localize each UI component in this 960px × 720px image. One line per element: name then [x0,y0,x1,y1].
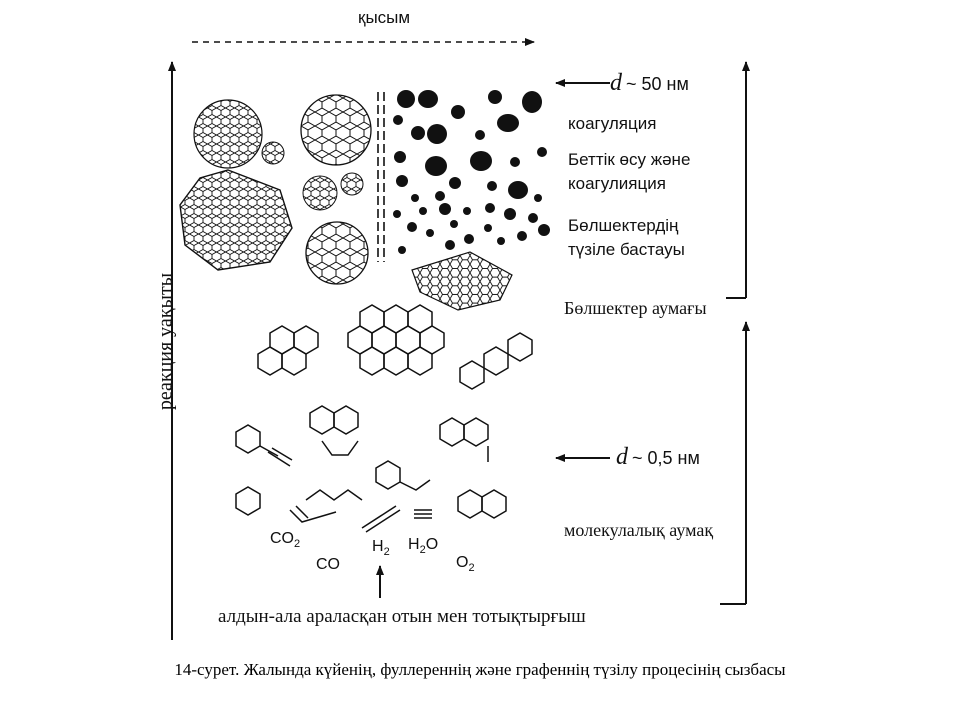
particle-zone-label: Бөлшектер аумағы [564,298,707,319]
o2-label: O2 [456,554,475,574]
fuel-label: алдын-ала араласқан отын мен тотықтырғыш [218,606,586,628]
stage-inception-line2: түзіле бастауы [568,240,685,260]
pah-molecules [236,305,532,532]
co2-label: CO2 [270,530,300,550]
stage-surface-growth-line1: Беттік өсу және [568,150,690,170]
scale-top-symbol: d [610,70,622,96]
separator-dashes [378,92,384,262]
particle-zone-bracket [726,62,746,298]
pressure-label: қысым [358,8,410,28]
fullerene-cages [180,95,371,284]
h2o-label: H2O [408,536,438,556]
stage-coagulation: коагуляция [568,114,656,134]
co-label: CO [316,556,340,574]
stage-surface-growth-line2: коагулияция [568,174,666,194]
reaction-time-label: реакция уақыты [155,262,178,422]
soot-particles [393,90,550,254]
scale-mid-value: ~ 0,5 нм [632,448,700,468]
molecular-zone-bracket [720,322,746,604]
molecular-zone-label: молекулалық аумақ [564,520,713,541]
scale-mid-readout: d ~ 0,5 нм [616,444,700,471]
scale-mid-symbol: d [616,444,628,470]
scale-top-readout: d ~ 50 нм [610,70,689,97]
stage-inception-line1: Бөлшектердің [568,216,678,236]
graphene-sheet [412,252,512,310]
h2-label: H2 [372,538,390,558]
soot-formation-diagram: қысым реакция уақыты d ~ 50 нм d ~ 0,5 н… [140,0,760,640]
scale-top-value: ~ 50 нм [626,74,689,94]
figure-caption: 14-сурет. Жалында күйенің, фуллереннің ж… [0,660,960,680]
